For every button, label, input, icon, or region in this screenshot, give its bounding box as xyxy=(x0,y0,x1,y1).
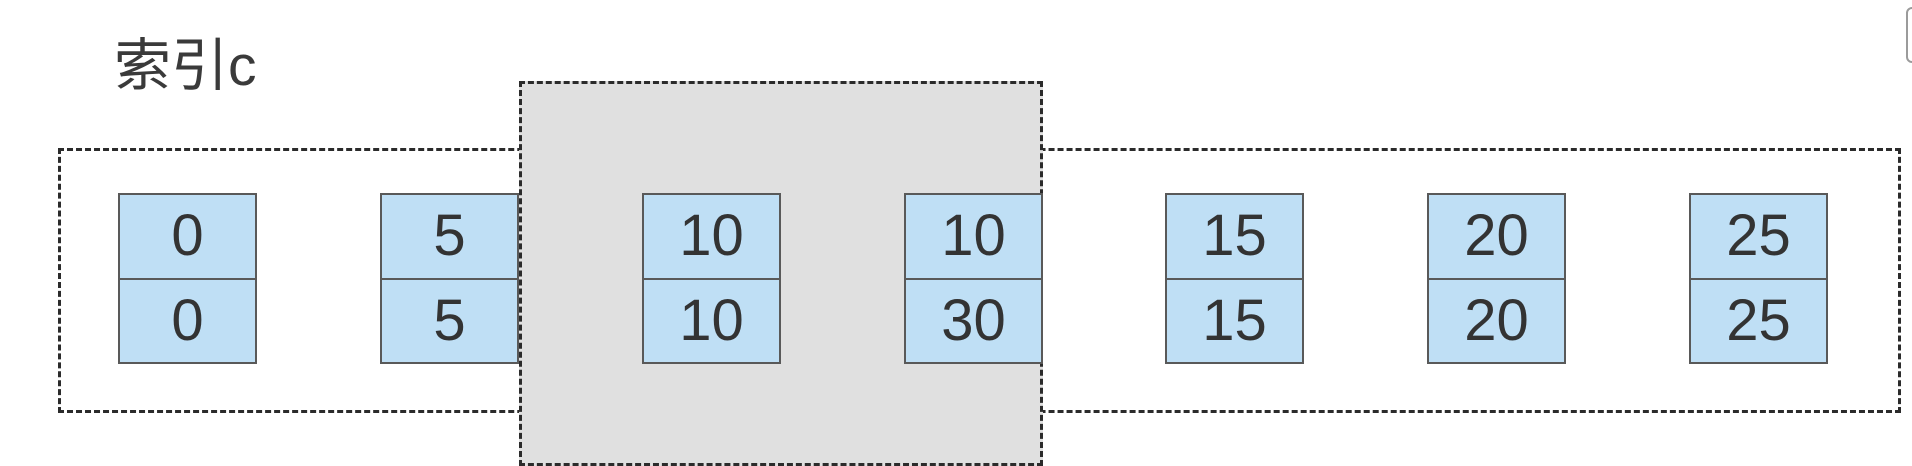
entry-key: 10 xyxy=(644,195,779,280)
index-entry-0: 0 0 xyxy=(118,193,257,364)
index-entry-5: 20 20 xyxy=(1427,193,1566,364)
entry-key: 20 xyxy=(1429,195,1564,280)
index-entry-4: 15 15 xyxy=(1165,193,1304,364)
index-entry-6: 25 25 xyxy=(1689,193,1828,364)
index-entry-1: 5 5 xyxy=(380,193,519,364)
entry-key: 0 xyxy=(120,195,255,280)
scrollbar-thumb[interactable] xyxy=(1906,7,1912,63)
index-entry-3: 10 30 xyxy=(904,193,1043,364)
entry-value: 10 xyxy=(679,287,744,353)
entry-key: 5 xyxy=(382,195,517,280)
diagram-title: 索引c xyxy=(114,34,257,98)
entry-value: 5 xyxy=(433,287,466,353)
entry-value: 15 xyxy=(1202,287,1267,353)
entry-key: 10 xyxy=(906,195,1041,280)
entry-value: 20 xyxy=(1464,287,1529,353)
index-entry-2: 10 10 xyxy=(642,193,781,364)
entry-value: 25 xyxy=(1726,287,1791,353)
entry-value: 30 xyxy=(941,287,1006,353)
entry-key: 25 xyxy=(1691,195,1826,280)
entry-value: 0 xyxy=(171,287,204,353)
entry-key: 15 xyxy=(1167,195,1302,280)
